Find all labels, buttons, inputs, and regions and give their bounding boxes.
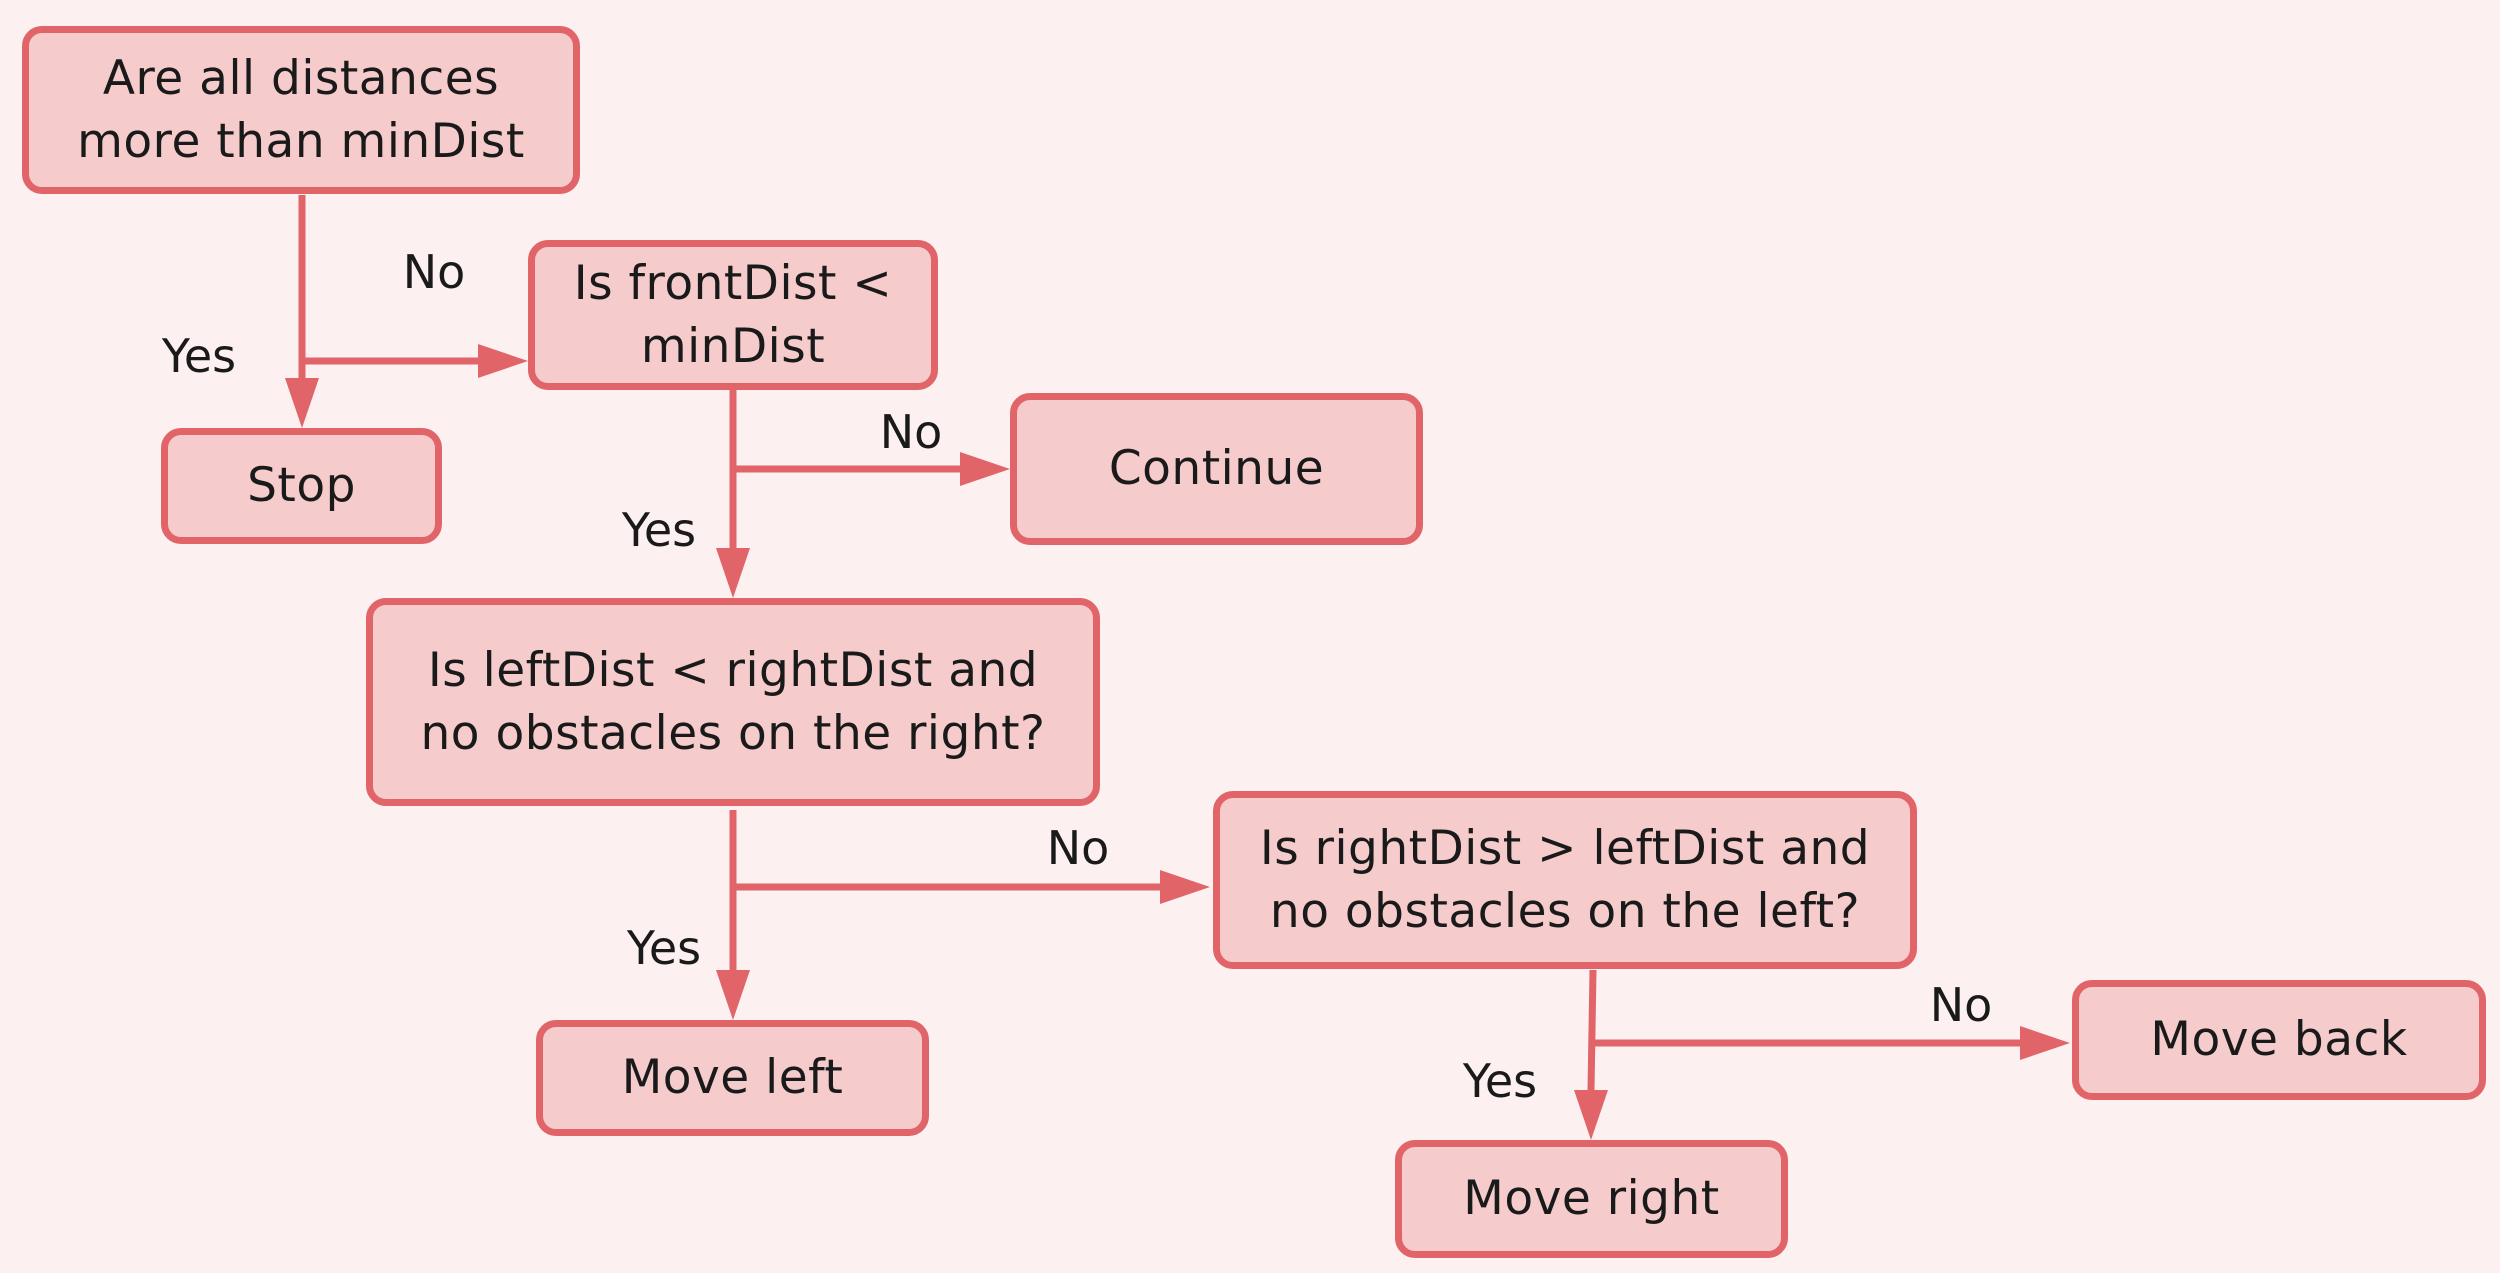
decision-right-distance: Is rightDist > leftDist and no obstacles…: [1213, 791, 1917, 969]
arrowhead-all-to-front: [478, 344, 528, 378]
decision-front-distance: Is frontDist < minDist: [528, 240, 938, 390]
action-move-right-text: Move right: [1463, 1171, 1720, 1227]
label-right-no: No: [1929, 978, 1993, 1032]
decision-all-distances-text: Are all distances more than minDist: [77, 50, 525, 169]
action-move-left-text: Move left: [621, 1050, 844, 1106]
decision-all-distances: Are all distances more than minDist: [22, 26, 580, 194]
arrowhead-left-to-moveleft: [716, 970, 750, 1020]
arrowhead-left-to-right: [1160, 870, 1210, 904]
arrowhead-front-to-continue: [960, 452, 1010, 486]
action-continue: Continue: [1010, 393, 1423, 545]
action-move-left: Move left: [536, 1020, 929, 1136]
label-all-no: No: [402, 245, 466, 299]
action-move-back: Move back: [2072, 980, 2486, 1100]
edge-right-to-moveright: [1587, 969, 1597, 1091]
arrowhead-front-to-left: [716, 548, 750, 598]
label-all-yes: Yes: [161, 329, 237, 383]
action-continue-text: Continue: [1108, 441, 1325, 497]
action-stop-text: Stop: [247, 458, 356, 514]
decision-left-distance: Is leftDist < rightDist and no obstacles…: [366, 598, 1100, 806]
decision-front-distance-text: Is frontDist < minDist: [573, 255, 893, 374]
label-front-no: No: [879, 405, 943, 459]
label-left-yes: Yes: [626, 921, 702, 975]
decision-right-distance-text: Is rightDist > leftDist and no obstacles…: [1259, 820, 1871, 939]
action-move-back-text: Move back: [2150, 1012, 2408, 1068]
action-move-right: Move right: [1395, 1140, 1788, 1258]
label-left-no: No: [1046, 821, 1110, 875]
label-front-yes: Yes: [621, 503, 697, 557]
label-right-yes: Yes: [1462, 1054, 1538, 1108]
arrowhead-right-to-moveback: [2020, 1026, 2070, 1060]
arrowhead-all-to-stop: [285, 378, 319, 428]
action-stop: Stop: [161, 428, 442, 544]
decision-left-distance-text: Is leftDist < rightDist and no obstacles…: [420, 642, 1046, 761]
arrowhead-right-to-moveright: [1574, 1090, 1608, 1140]
